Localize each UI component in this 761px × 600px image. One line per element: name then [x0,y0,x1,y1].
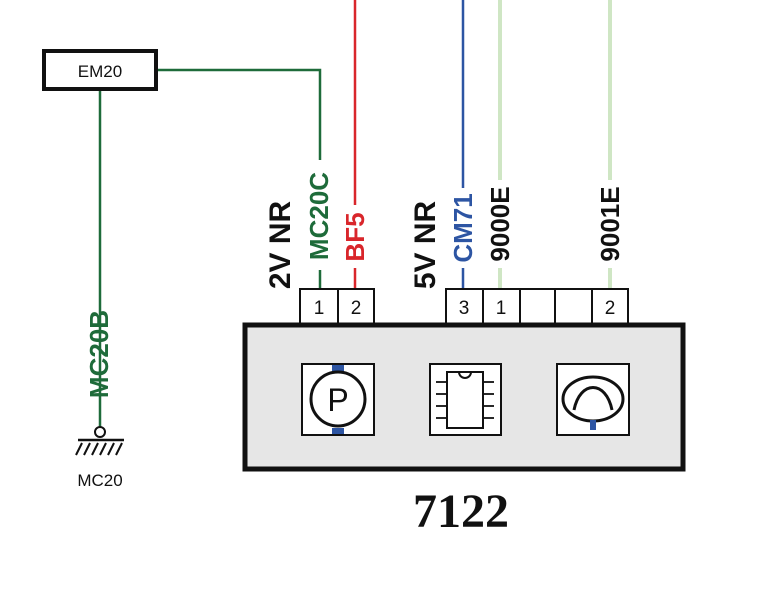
connector-b-pins: 3 1 2 [445,288,629,325]
svg-text:P: P [327,382,348,418]
connector-b-group-label: 5V NR [409,200,442,289]
connector-b-pin-2: 2 [605,298,616,319]
connector-b-pin-1: 1 [496,298,507,319]
connector-b-pin-3: 3 [459,298,470,319]
mc20c-wire-label: MC20C [304,172,334,260]
cm71-wire-label: CM71 [448,193,478,262]
ground-label: MC20 [77,471,122,490]
gauge-icon [556,363,630,436]
9001e-wire-label: 9001E [595,186,625,261]
component-label: 7122 [413,485,509,538]
parking-p-icon: P [301,363,375,436]
mc20b-wire-label: MC20B [84,310,114,398]
wires [98,0,612,432]
connector-a-pin-1: 1 [314,298,325,319]
connector-a-group-label: 2V NR [264,200,297,289]
connector-a-pins: 1 2 [299,288,375,325]
connector-a-pin-2: 2 [351,298,362,319]
9000e-wire-label: 9000E [485,186,515,261]
bf5-wire-label: BF5 [340,212,370,261]
component-7122: P [242,322,686,472]
em20-label: EM20 [78,62,122,81]
em20-block: EM20 [42,49,158,91]
wire-em20-mc20c [156,68,322,160]
ground-icon [75,426,124,456]
ic-chip-icon [429,363,502,436]
